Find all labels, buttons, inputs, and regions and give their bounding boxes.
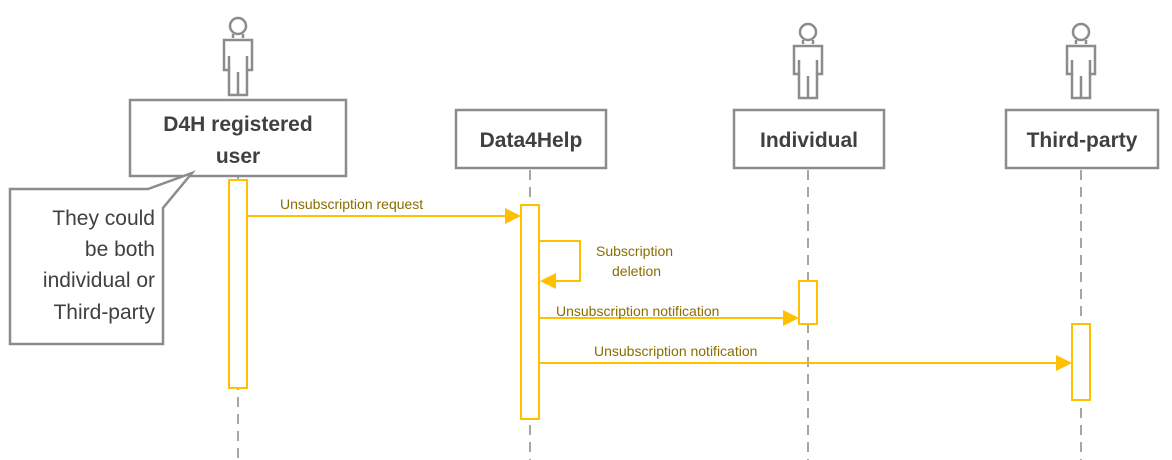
activation-data4help (520, 204, 540, 420)
participant-individual-label: Individual (760, 129, 858, 152)
note-line-3: individual or (43, 269, 155, 292)
participant-individual: Individual (732, 108, 886, 170)
participant-data4help: Data4Help (454, 108, 608, 170)
participant-data4help-label: Data4Help (480, 129, 583, 152)
note-line-4: Third-party (53, 301, 155, 324)
participant-user-label-line-2: user (216, 145, 260, 168)
message-unsubscription-request: Unsubscription request (247, 196, 521, 224)
note-line-2: be both (85, 238, 155, 261)
participant-third-party: Third-party (1004, 108, 1160, 170)
participant-third-party-label: Third-party (1027, 129, 1138, 152)
actor-icon-individual (792, 22, 824, 100)
message-subscription-deletion-label-line-1: Subscription (596, 243, 673, 259)
note-callout: They could be both individual or Third-p… (8, 170, 196, 346)
actor-icon-user (222, 16, 254, 97)
message-unsubscription-request-label: Unsubscription request (280, 196, 423, 212)
message-notification-third-party-label: Unsubscription notification (594, 343, 757, 359)
message-notification-individual-label: Unsubscription notification (556, 303, 719, 319)
message-notification-individual: Unsubscription notification (539, 303, 799, 326)
activation-individual (798, 280, 818, 325)
activation-user (228, 179, 248, 389)
message-subscription-deletion-label-line-2: deletion (612, 263, 661, 279)
actor-icon-third-party (1065, 22, 1097, 100)
participant-user-label-line-1: D4H registered (163, 113, 312, 136)
participant-user: D4H registered user (128, 98, 348, 178)
message-notification-third-party: Unsubscription notification (539, 343, 1072, 371)
activation-third-party (1071, 323, 1091, 401)
message-subscription-deletion: Subscription deletion (539, 240, 673, 289)
note-line-1: They could (52, 207, 155, 230)
